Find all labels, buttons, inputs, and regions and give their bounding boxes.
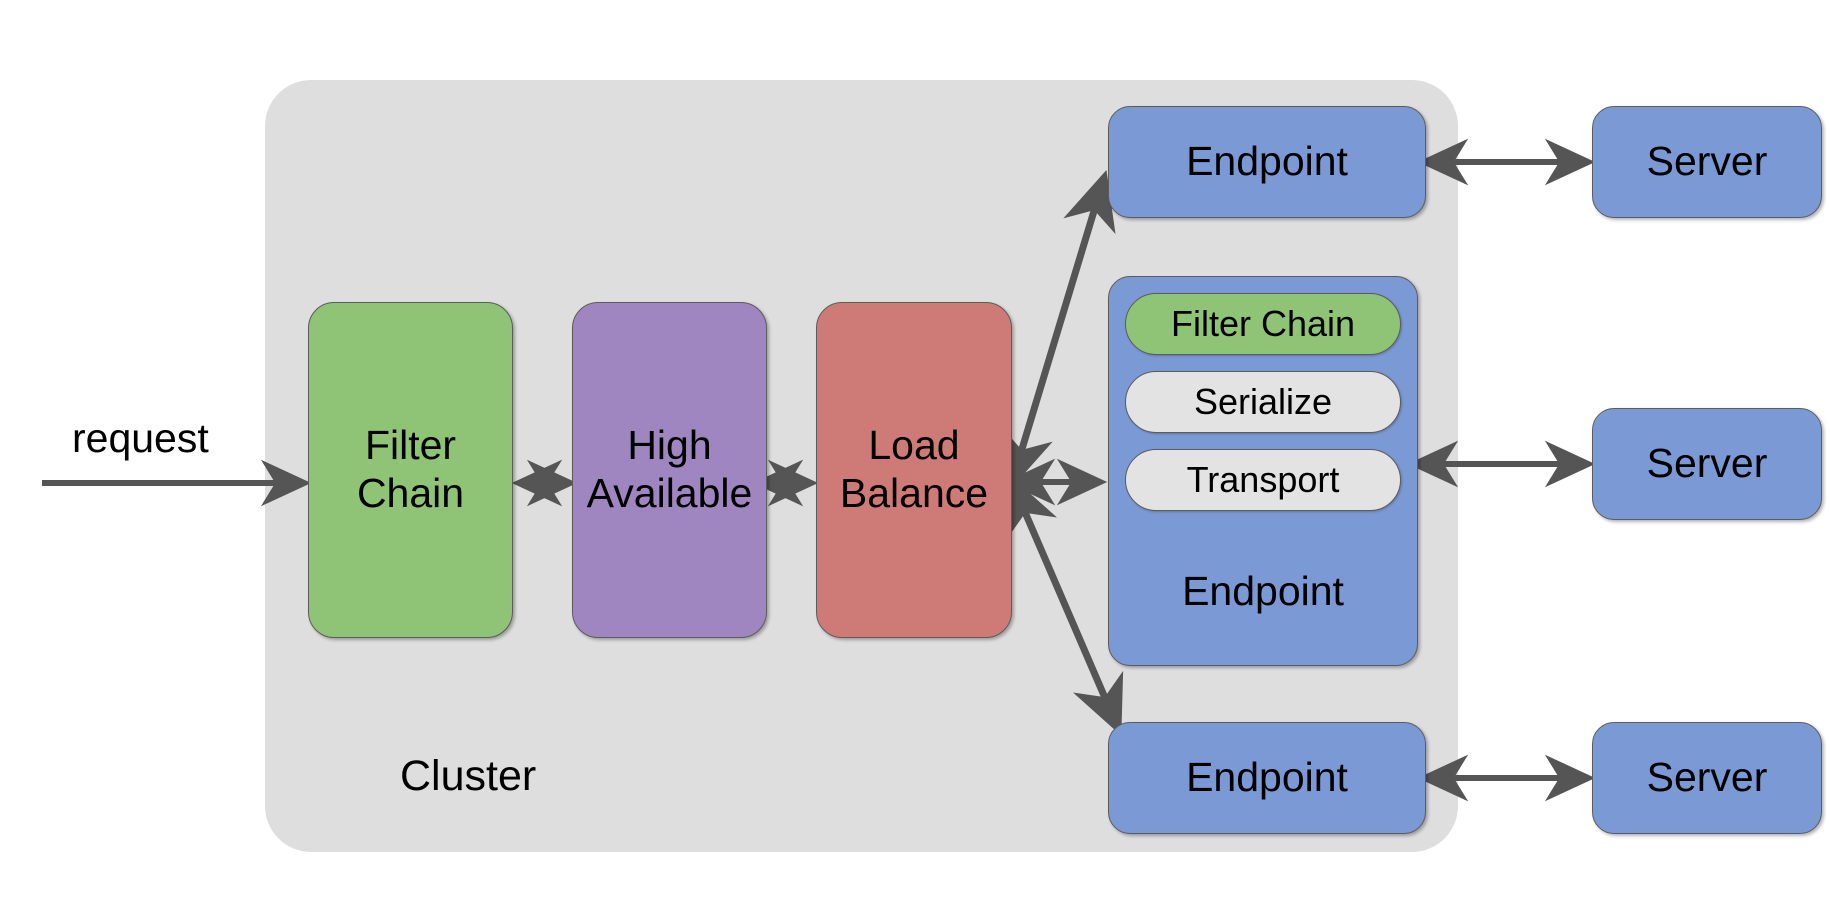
node-endpoint-middle[interactable]: Filter Chain Serialize Transport Endpoin… xyxy=(1108,276,1418,666)
node-server-top[interactable]: Server xyxy=(1592,106,1822,218)
node-endpoint-top[interactable]: Endpoint xyxy=(1108,106,1426,218)
request-label: request xyxy=(72,415,209,461)
node-load-balance[interactable]: Load Balance xyxy=(816,302,1012,638)
node-filter-chain[interactable]: Filter Chain xyxy=(308,302,513,638)
cluster-label: Cluster xyxy=(400,752,537,800)
endpoint-layer-transport[interactable]: Transport xyxy=(1125,449,1401,511)
endpoint-layer-serialize[interactable]: Serialize xyxy=(1125,371,1401,433)
node-server-middle[interactable]: Server xyxy=(1592,408,1822,520)
endpoint-layer-filter-chain[interactable]: Filter Chain xyxy=(1125,293,1401,355)
node-high-available[interactable]: High Available xyxy=(572,302,767,638)
endpoint-middle-label: Endpoint xyxy=(1182,567,1344,614)
node-server-bottom[interactable]: Server xyxy=(1592,722,1822,834)
node-endpoint-bottom[interactable]: Endpoint xyxy=(1108,722,1426,834)
